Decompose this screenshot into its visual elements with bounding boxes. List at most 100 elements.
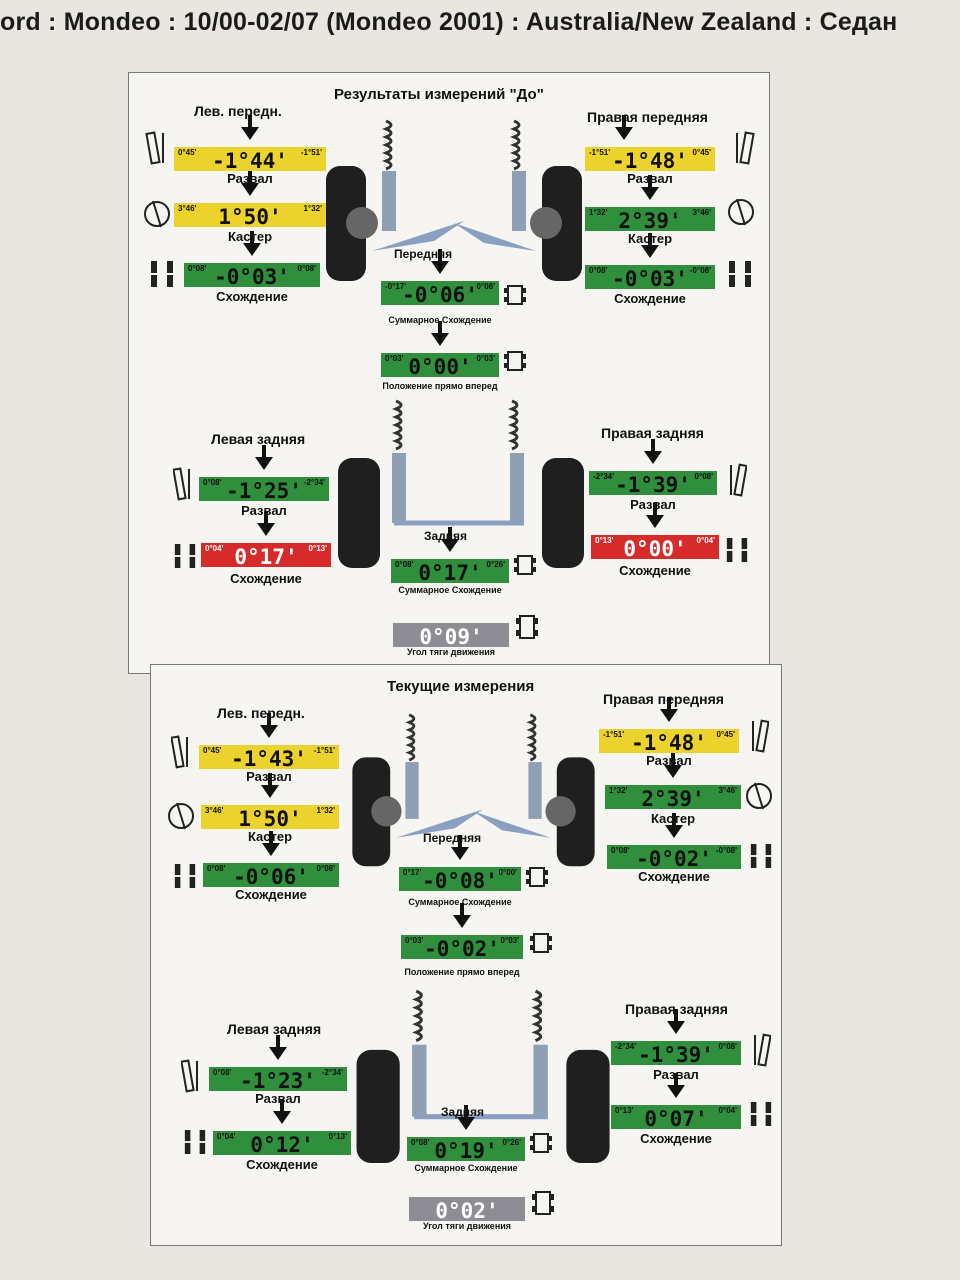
front-axle-label: Передняя — [423, 831, 482, 845]
lf-caster-min: 3°46' — [178, 204, 197, 213]
right-rear-label: Правая задняя — [601, 425, 704, 441]
camber-icon — [736, 131, 755, 165]
left-rear-label: Левая задняя — [211, 431, 306, 447]
lf-camber-value: -1°44' — [212, 149, 288, 173]
lr-toe-max: 0°13' — [308, 544, 327, 553]
rr-camber-caption: Развал — [630, 497, 676, 512]
rf-toe-caption: Схождение — [614, 291, 686, 306]
rr-toe-value: 0°07' — [644, 1107, 708, 1131]
lr-toe-gauge: 0°04' 0°13' 0°17' — [201, 511, 331, 569]
car-outline-icon — [530, 933, 552, 953]
current-title: Текущие измерения — [387, 678, 535, 695]
straight-ahead-gauge: 0°03' 0°03' -0°02' — [401, 903, 523, 961]
front-total-toe-min: 0°17' — [403, 868, 422, 877]
lr-camber-value: -1°25' — [226, 479, 302, 503]
thrust-angle-caption: Угол тяги движения — [422, 1221, 512, 1231]
arrow-down-icon — [667, 1073, 685, 1098]
arrow-down-icon — [262, 831, 280, 856]
straight-ahead-caption: Положение прямо вперед — [404, 967, 520, 977]
lr-toe-value: 0°12' — [250, 1133, 314, 1157]
thrust-angle-value: 0°09' — [419, 625, 483, 649]
rr-camber-gauge: -2°34' 0°08' -1°39' — [589, 439, 717, 496]
rr-toe-max: 0°04' — [696, 536, 715, 545]
rf-caster-gauge: 1°32' 3°46' 2°39' — [605, 753, 741, 811]
lr-toe-max: 0°13' — [328, 1132, 347, 1141]
arrow-down-icon — [665, 813, 683, 838]
rr-toe-value: 0°00' — [623, 537, 687, 561]
rf-toe-max: -0°08' — [689, 266, 711, 275]
lr-camber-value: -1°23' — [240, 1069, 316, 1093]
rear-total-toe-caption: Суммарное Схождение — [398, 585, 502, 595]
front-total-toe-caption: Суммарное Схождение — [408, 897, 512, 907]
toe-icon — [750, 1102, 772, 1126]
rf-caster-value: 2°39' — [641, 787, 705, 811]
right-front-label: Правая передняя — [587, 109, 708, 125]
rf-camber-gauge: -1°51' 0°45' -1°48' — [585, 115, 715, 173]
lf-toe-gauge: 0°08' 0°08' -0°06' — [203, 831, 339, 888]
arrow-down-icon — [660, 697, 678, 722]
lf-toe-caption: Схождение — [235, 887, 307, 902]
rf-toe-value: -0°02' — [636, 847, 712, 871]
straight-ahead-min: 0°03' — [385, 354, 404, 363]
current-panel: Текущие измерения Передняя Задняя Лев. п… — [150, 664, 782, 1246]
lr-camber-gauge: 0°08' -2°34' -1°23' — [209, 1035, 347, 1093]
arrow-down-icon — [241, 171, 259, 196]
arrow-down-icon — [644, 439, 662, 464]
lf-caster-gauge: 3°46' 1°32' 1°50' — [201, 773, 339, 830]
lf-caster-gauge: 3°46' 1°32' 1°50' — [174, 171, 326, 228]
front-total-toe-max: 0°00' — [498, 868, 517, 877]
lf-toe-value: -0°03' — [214, 265, 290, 289]
arrow-down-icon — [255, 445, 273, 470]
rf-camber-min: -1°51' — [589, 148, 611, 157]
rf-caster-max: 3°46' — [692, 208, 711, 217]
rf-toe-min: 0°08' — [589, 266, 608, 275]
rear-suspension-illustration — [356, 989, 610, 1163]
lf-toe-min: 0°08' — [207, 864, 226, 873]
lf-toe-max: 0°08' — [297, 264, 316, 273]
car-outline-icon — [504, 351, 526, 371]
arrow-down-icon — [431, 321, 449, 346]
thrust-angle-gauge: 0°09' — [393, 617, 509, 649]
left-rear-label: Левая задняя — [227, 1021, 322, 1037]
straight-ahead-value: -0°02' — [424, 937, 500, 961]
arrow-down-icon — [257, 511, 275, 536]
car-outline-icon — [530, 1133, 552, 1153]
lf-caster-max: 1°32' — [303, 204, 322, 213]
lf-camber-max: -1°51' — [313, 746, 335, 755]
rf-toe-min: 0°08' — [611, 846, 630, 855]
rf-camber-value: -1°48' — [612, 149, 688, 173]
rr-toe-gauge: 0°13' 0°04' 0°00' — [591, 503, 719, 561]
lr-camber-max: -2°34' — [321, 1068, 343, 1077]
rear-total-toe-value: 0°17' — [418, 561, 482, 585]
front-total-toe-gauge: -0°17' 0°08' -0°06' — [381, 249, 499, 306]
lf-camber-gauge: 0°45' -1°51' -1°44' — [174, 115, 326, 173]
rf-camber-caption: Развал — [646, 753, 692, 768]
toe-icon — [726, 538, 748, 562]
lf-caster-min: 3°46' — [205, 806, 224, 815]
rear-total-toe-gauge: 0°08' 0°26' 0°17' — [391, 527, 509, 585]
rf-camber-max: 0°45' — [716, 730, 735, 739]
rf-camber-value: -1°48' — [631, 731, 707, 755]
page-header: ord : Mondeo : 10/00-02/07 (Mondeo 2001)… — [0, 8, 898, 36]
car-outline-icon — [514, 555, 536, 575]
arrow-down-icon — [261, 773, 279, 798]
thrust-angle-caption: Угол тяги движения — [406, 647, 496, 657]
straight-ahead-caption: Положение прямо вперед — [382, 381, 498, 391]
lr-toe-value: 0°17' — [234, 545, 298, 569]
caster-icon — [168, 802, 194, 830]
arrow-down-icon — [641, 175, 659, 200]
lr-camber-caption: Развал — [241, 503, 287, 518]
rr-toe-caption: Схождение — [640, 1131, 712, 1146]
rear-total-toe-min: 0°08' — [411, 1138, 430, 1147]
before-title: Результаты измерений "До" — [334, 86, 544, 103]
lr-camber-min: 0°08' — [213, 1068, 232, 1077]
rear-suspension-illustration — [338, 399, 584, 568]
toe-icon — [174, 544, 196, 568]
camber-icon — [145, 131, 164, 165]
rr-toe-min: 0°13' — [595, 536, 614, 545]
toe-icon — [151, 261, 173, 287]
rr-camber-min: -2°34' — [615, 1042, 637, 1051]
toe-icon — [729, 261, 751, 287]
lf-caster-max: 1°32' — [316, 806, 335, 815]
rr-toe-gauge: 0°13' 0°04' 0°07' — [611, 1073, 741, 1131]
